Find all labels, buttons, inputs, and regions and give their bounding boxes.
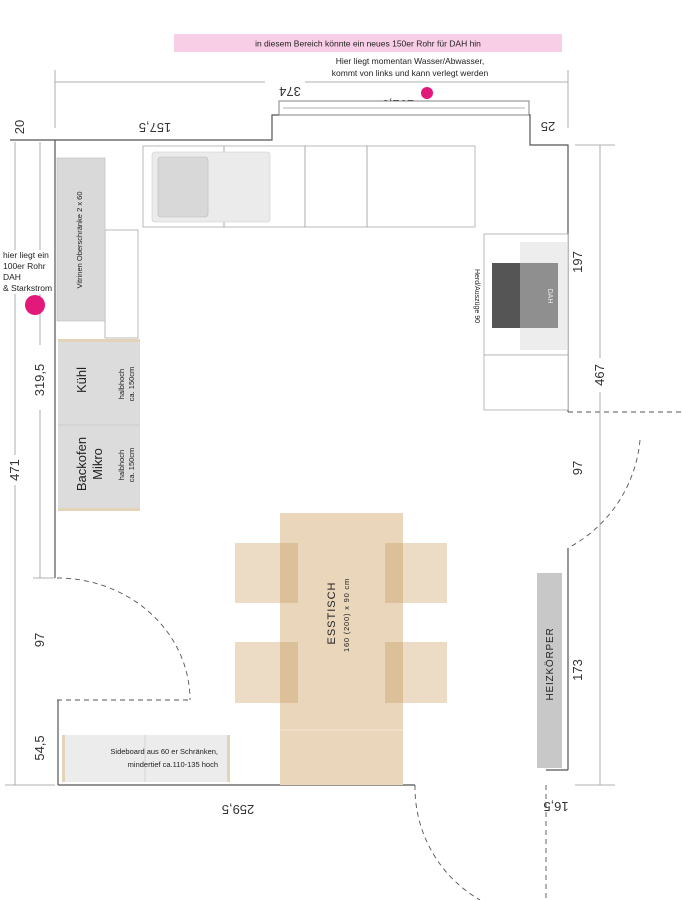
sideboard: Sideboard aus 60 er Schränken, mindertie… [62, 735, 230, 782]
radiator [537, 573, 562, 768]
door-left [56, 577, 191, 701]
backofen-note-1: halbhoch [117, 450, 126, 480]
counter-left [104, 229, 139, 339]
sideboard-label-1: Sideboard aus 60 er Schränken, [110, 747, 218, 756]
dim-right-total: 467 [592, 364, 607, 386]
mikro-label: Mikro [90, 448, 105, 480]
tall-cabinets [58, 342, 140, 510]
kitchen-counter-top [142, 145, 476, 228]
stove-unit: DAH Herd/Auszüge 90 [473, 233, 569, 411]
door-right [567, 411, 682, 549]
sink-basin [157, 156, 209, 218]
backofen-note-2: ca. 150cm [127, 448, 136, 483]
vitrinen-cabinet [56, 157, 106, 322]
door-bottom [414, 784, 547, 900]
radiator-label: HEIZKÖRPER [544, 627, 556, 700]
dim-top-right: 25 [541, 119, 555, 134]
dim-left-bottom: 54,5 [32, 735, 47, 760]
dah-label: DAH [546, 289, 553, 304]
dah-pipe-marker [25, 295, 45, 315]
dim-top-total: 374 [279, 84, 301, 99]
dim-bottom-right: 16,5 [543, 799, 568, 814]
dim-left-door: 97 [32, 633, 47, 647]
dim-left-total: 471 [7, 459, 22, 481]
dim-bottom-left: 259,5 [222, 802, 255, 817]
kuehl-note-1: halbhoch [117, 369, 126, 399]
dim-right-door: 97 [570, 461, 585, 475]
banner-text: in diesem Bereich könnte ein neues 150er… [255, 39, 481, 49]
kuehl-note-2: ca. 150cm [127, 367, 136, 402]
water-pipe-marker [421, 87, 433, 99]
dim-right-top: 197 [570, 251, 585, 273]
water-note-line-1: Hier liegt momentan Wasser/Abwasser, [336, 56, 485, 66]
backofen-label: Backofen [74, 437, 89, 491]
pipe-note-line-2: 100er Rohr [3, 261, 46, 271]
pipe-note-line-1: hier liegt ein [3, 250, 49, 260]
dim-left-kitchen: 319,5 [32, 364, 47, 397]
cooktop [492, 263, 558, 328]
pipe-note-line-3: DAH [3, 272, 21, 282]
dimension-right: 197 467 97 173 16,5 259,5 [222, 144, 615, 817]
pipe-area-banner [174, 34, 562, 52]
herd-label: Herd/Auszüge 90 [473, 269, 480, 323]
kuehl-label: Kühl [74, 367, 89, 393]
water-note-line-2: kommt von links und kann verlegt werden [332, 68, 489, 78]
dim-left-top: 20 [12, 120, 27, 134]
vitrinen-label: Vitrinen Oberschränke 2 x 60 [75, 192, 84, 289]
pipe-note-line-4: & Starkstrom [3, 283, 52, 293]
table-size: 160 (200) x 90 cm [342, 578, 351, 652]
sideboard-label-2: mindertief ca.110-135 hoch [128, 760, 218, 769]
dining-table: ESSTISCH 160 (200) x 90 cm [235, 513, 447, 785]
dim-top-left: 157,5 [139, 120, 172, 135]
table-title: ESSTISCH [326, 581, 338, 644]
dimension-left: 20 471 319,5 97 54,5 [5, 120, 55, 786]
extractor-hood [520, 242, 568, 350]
dim-right-radiator: 173 [570, 659, 585, 681]
